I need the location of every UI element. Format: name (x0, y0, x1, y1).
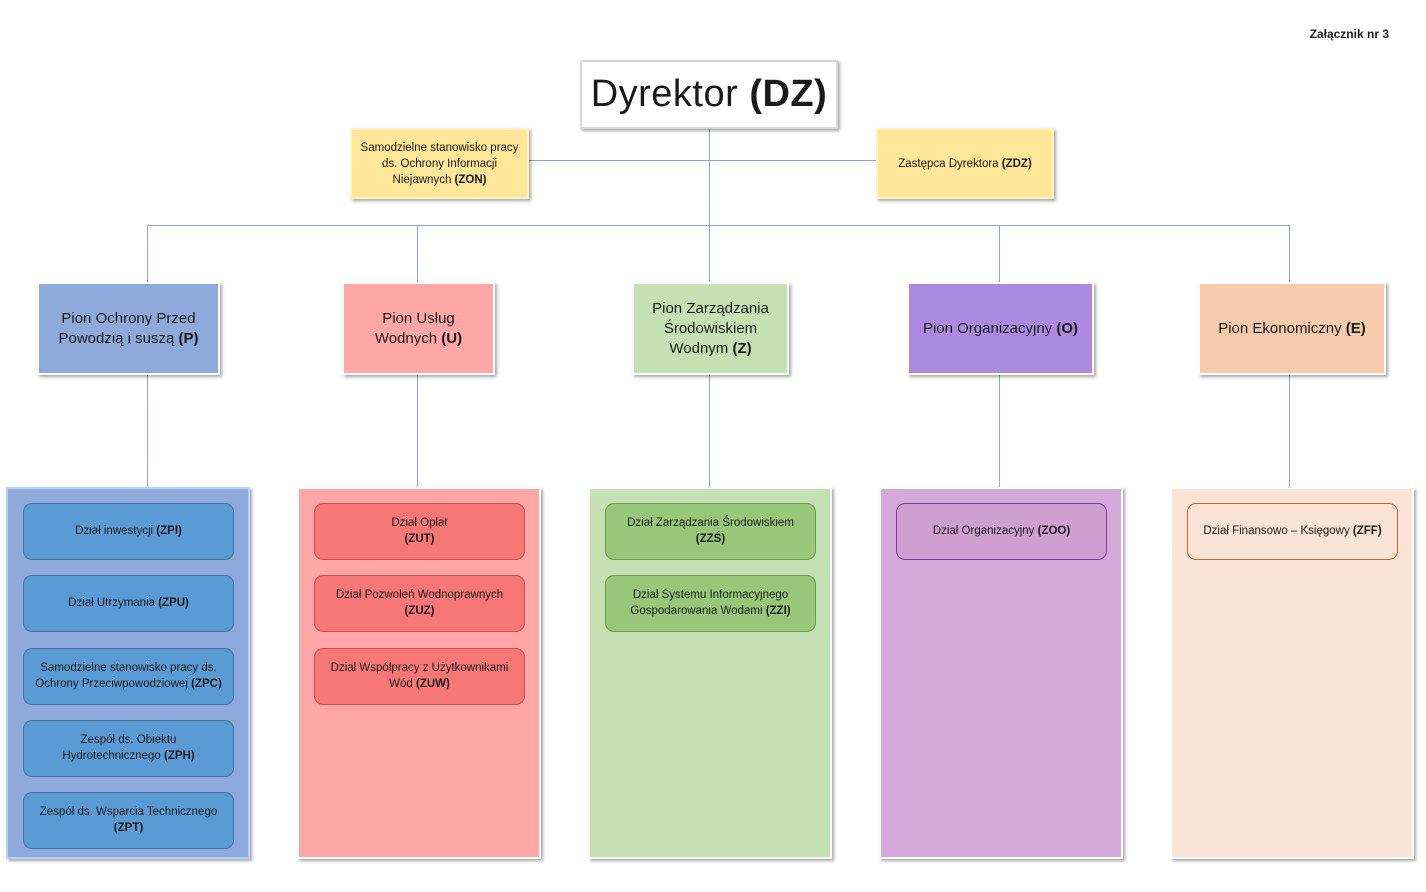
dept-box-zff: Dział Finansowo – Księgowy (ZFF) (1187, 503, 1398, 560)
dept-name: Samodzielne stanowisko pracy ds. Ochrony… (35, 662, 217, 690)
connector-director-down (709, 129, 710, 282)
dept-code: (ZPI) (156, 524, 182, 537)
zon-code: (ZON) (454, 173, 487, 186)
dept-name: Dział Zarządzania Środowiskiem (627, 517, 794, 529)
dept-box-zzi: Dział Systemu Informacyjnego Gospodarowa… (605, 575, 816, 632)
pion-box-z: Pion Zarządzania Środowiskiem Wodnym (Z) (632, 282, 789, 375)
director-name: Dyrektor (590, 73, 750, 115)
pion-box-o: Pion Organizacyjny (O) (907, 282, 1094, 375)
dept-box-zoo: Dział Organizacyjny (ZOO) (896, 503, 1107, 560)
dept-name: Dział Pozwoleń Wodnoprawnych (335, 589, 504, 601)
connector-pion-e (1289, 225, 1290, 282)
dept-code: (ZZI) (765, 604, 791, 617)
pion-box-p: Pion Ochrony Przed Powodzią i suszą (P) (37, 282, 220, 375)
departments-panel-e: Dział Finansowo – Księgowy (ZFF) (1170, 487, 1414, 859)
pion-code: (Z) (732, 339, 752, 357)
dept-code: (ZFF) (1352, 524, 1382, 537)
departments-panel-z: Dział Zarządzania Środowiskiem (ZZŚ) Dzi… (588, 487, 832, 859)
departments-panel-p: Dział inwestycji (ZPI) Dział Utrzymania … (6, 487, 250, 859)
pion-box-e: Pion Ekonomiczny (E) (1198, 282, 1386, 375)
staff-box-zon: Samodzielne stanowisko pracy ds. Ochrony… (350, 128, 529, 199)
dept-code: (ZZŚ) (695, 532, 726, 545)
zdz-code: (ZDZ) (1001, 157, 1032, 170)
dept-code: (ZUT) (404, 532, 435, 545)
connector-pion-p (147, 225, 148, 282)
dept-code: (ZPU) (158, 596, 189, 609)
dept-name: Dział Opłat (391, 517, 448, 529)
departments-panel-o: Dział Organizacyjny (ZOO) (879, 487, 1123, 859)
dept-code: (ZPH) (163, 749, 195, 762)
pion-box-u: Pion Usług Wodnych (U) (342, 282, 495, 375)
dept-box-zpt: Zespół ds. Wsparcia Technicznego (ZPT) (23, 792, 234, 849)
dept-name: Dział Współpracy z Użytkownikami Wód (330, 662, 509, 690)
connector-o-down (999, 375, 1000, 487)
pion-code: (O) (1056, 319, 1079, 337)
pion-name: Pion Organizacyjny (922, 319, 1057, 337)
dept-box-zuz: Dział Pozwoleń Wodnoprawnych (ZUZ) (314, 575, 525, 632)
dept-box-zuw: Dział Współpracy z Użytkownikami Wód (ZU… (314, 648, 525, 705)
pion-name: Pion Zarządzania Środowiskiem Wodnym (652, 299, 769, 357)
dept-name: Zespół ds. Obiektu Hydrotechnicznego (62, 734, 177, 762)
director-box: Dyrektor (DZ) (580, 60, 838, 129)
connector-staff-horizontal (529, 160, 876, 161)
dept-name: Dział Finansowo – Księgowy (1203, 524, 1353, 537)
pion-name: Pion Ochrony Przed Powodzią i suszą (58, 309, 196, 347)
dept-box-zpi: Dział inwestycji (ZPI) (23, 503, 234, 560)
pion-code: (E) (1345, 319, 1366, 337)
dept-name: Zespół ds. Wsparcia Technicznego (39, 806, 218, 818)
connector-z-down (709, 375, 710, 487)
pion-name: Pion Ekonomiczny (1218, 319, 1346, 337)
dept-name: Dział Organizacyjny (932, 524, 1038, 537)
dept-box-zph: Zespół ds. Obiektu Hydrotechnicznego (ZP… (23, 720, 234, 777)
dept-code: (ZOO) (1037, 524, 1071, 537)
connector-e-down (1289, 375, 1290, 487)
dept-name: Dział Systemu Informacyjnego Gospodarowa… (630, 589, 789, 617)
departments-panel-u: Dział Opłat (ZUT) Dział Pozwoleń Wodnopr… (297, 487, 541, 859)
zdz-name: Zastępca Dyrektora (898, 157, 1002, 170)
connector-pion-u (417, 225, 418, 282)
dept-box-zpu: Dział Utrzymania (ZPU) (23, 575, 234, 632)
dept-code: (ZPT) (113, 821, 144, 834)
dept-code: (ZUW) (416, 677, 450, 690)
zon-name: Samodzielne stanowisko pracy ds. Ochrony… (360, 141, 519, 186)
dept-box-zzs: Dział Zarządzania Środowiskiem (ZZŚ) (605, 503, 816, 560)
annex-label: Załącznik nr 3 (1309, 27, 1389, 41)
dept-name: Dział Utrzymania (68, 596, 159, 609)
pion-name: Pion Usług Wodnych (374, 309, 455, 347)
pion-code: (P) (178, 329, 199, 347)
pion-code: (U) (441, 329, 463, 347)
director-code: (DZ) (749, 73, 828, 115)
dept-box-zpc: Samodzielne stanowisko pracy ds. Ochrony… (23, 648, 234, 705)
dept-name: Dział inwestycji (75, 524, 157, 537)
dept-box-zut: Dział Opłat (ZUT) (314, 503, 525, 560)
dept-code: (ZUZ) (404, 604, 435, 617)
connector-u-down (417, 375, 418, 487)
dept-code: (ZPC) (191, 677, 222, 690)
connector-pion-o (999, 225, 1000, 282)
connector-p-down (147, 375, 148, 487)
staff-box-zdz: Zastępca Dyrektora (ZDZ) (876, 128, 1054, 199)
connector-pions-horizontal (147, 225, 1290, 226)
